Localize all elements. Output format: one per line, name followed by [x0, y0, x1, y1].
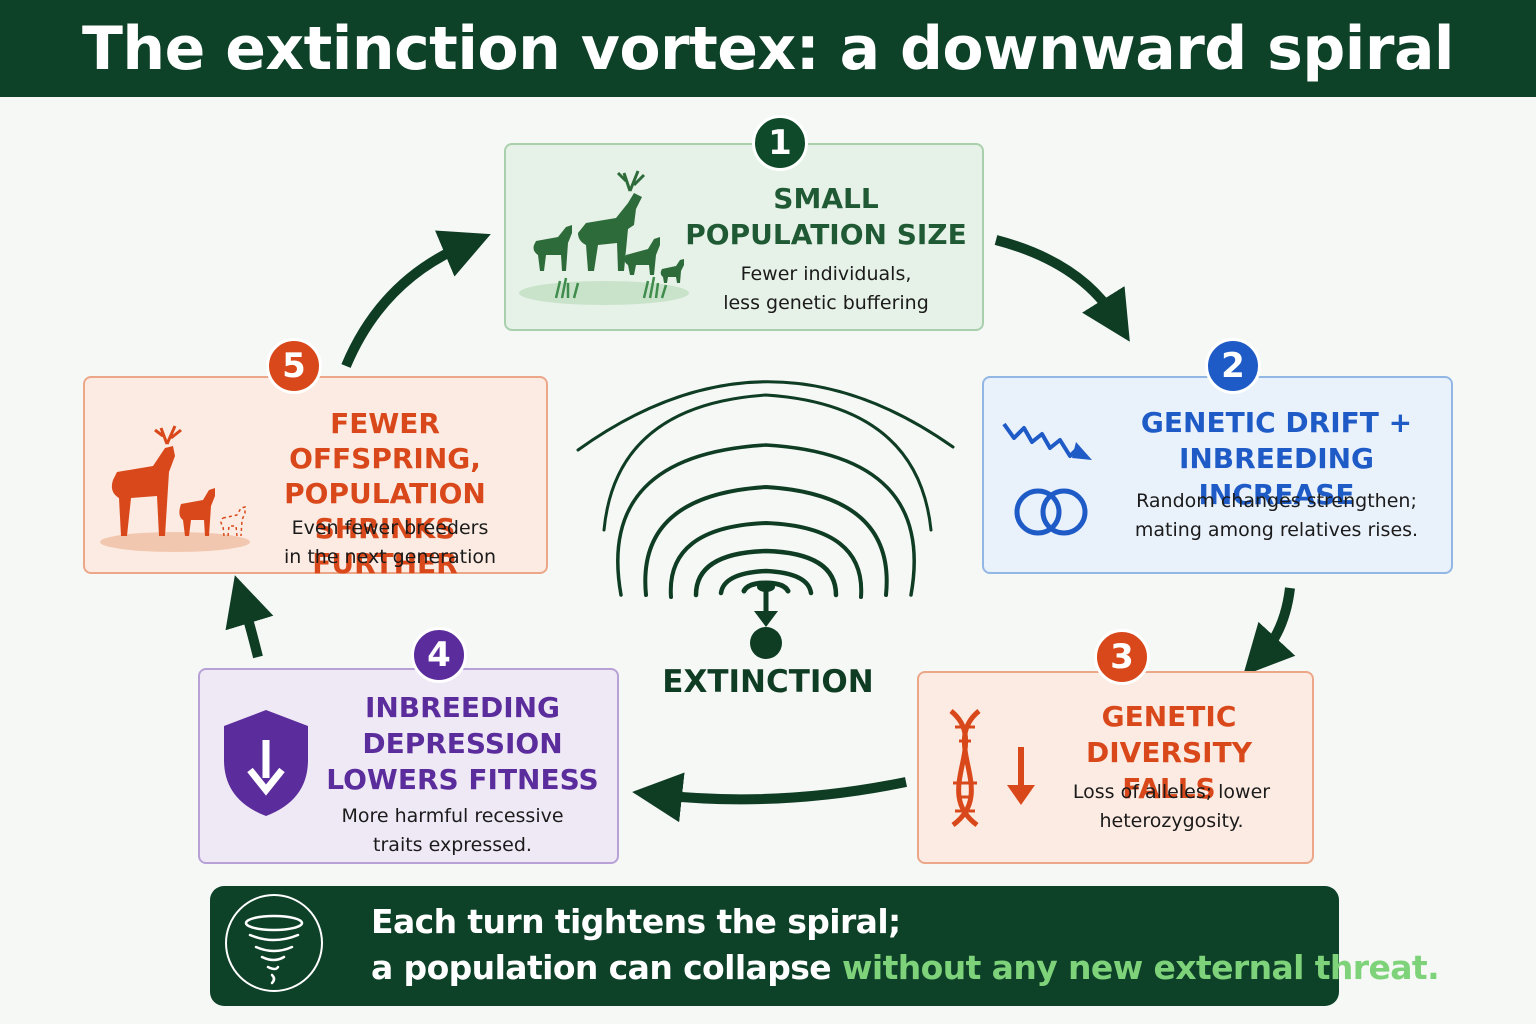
step-card-1: SMALL POPULATION SIZE Fewer individuals,…: [504, 143, 984, 331]
dna-helix-icon: [949, 709, 1035, 828]
extinction-label: EXTINCTION: [662, 664, 874, 700]
step-1-description: Fewer individuals, less genetic bufferin…: [723, 263, 929, 314]
arrow-3-to-4: [632, 772, 908, 823]
arrow-1-to-2: [994, 235, 1130, 342]
genetic-drift-icon: [1002, 422, 1092, 460]
step-2-description: Random changes strengthen; mating among …: [1134, 490, 1419, 541]
vortex-spiral-icon: [576, 380, 955, 659]
footer-line-1: Each turn tightens the spiral;: [371, 902, 901, 941]
step-3-title: GENETIC DIVERSITY FALLS: [1086, 700, 1252, 805]
step-3-badge: 3: [1094, 629, 1150, 685]
step-card-2: GENETIC DRIFT + INBREEDING INCREASE Rand…: [982, 376, 1453, 574]
step-4-description: More harmful recessive traits expressed.: [341, 805, 564, 856]
footer-line-2-plain: a population can collapse: [371, 948, 832, 987]
arrow-4-to-5: [225, 575, 274, 659]
step-card-5: FEWER OFFSPRING, POPULATION SHRINKS FURT…: [83, 376, 548, 580]
page-title: The extinction vortex: a downward spiral: [81, 13, 1455, 84]
footer-line-2-highlight: without any new external threat.: [841, 948, 1440, 987]
shield-down-icon: [224, 710, 308, 816]
footer-banner: Each turn tightens the spiral; a populat…: [210, 886, 1440, 1006]
step-1-title: SMALL POPULATION SIZE: [685, 182, 967, 251]
step-card-3: GENETIC DIVERSITY FALLS Loss of alleles;…: [917, 671, 1314, 864]
interlocked-rings-icon: [1014, 488, 1088, 536]
step-5-title: FEWER OFFSPRING, POPULATION SHRINKS FURT…: [284, 407, 486, 580]
tornado-icon: [225, 894, 323, 992]
step-card-4: INBREEDING DEPRESSION LOWERS FITNESS Mor…: [198, 668, 619, 864]
step-4-title: INBREEDING DEPRESSION LOWERS FITNESS: [326, 691, 599, 796]
step-4-badge: 4: [411, 627, 467, 683]
header-bar: The extinction vortex: a downward spiral: [0, 0, 1536, 97]
step-3-description: Loss of alleles; lower heterozygosity.: [1072, 781, 1271, 832]
deer-herd-icon: [519, 170, 689, 305]
arrow-5-to-1: [341, 230, 491, 368]
step-2-badge: 2: [1205, 338, 1261, 394]
step-5-badge: 5: [266, 338, 322, 394]
arrow-2-to-3: [1243, 587, 1296, 676]
step-5-description: Even fewer breeders in the next generati…: [283, 517, 497, 568]
shrinking-deer-icon: [100, 425, 250, 552]
step-2-title: GENETIC DRIFT + INBREEDING INCREASE: [1140, 406, 1413, 511]
step-1-badge: 1: [752, 115, 808, 171]
footer-line-2: a population can collapse without any ne…: [371, 948, 1440, 987]
